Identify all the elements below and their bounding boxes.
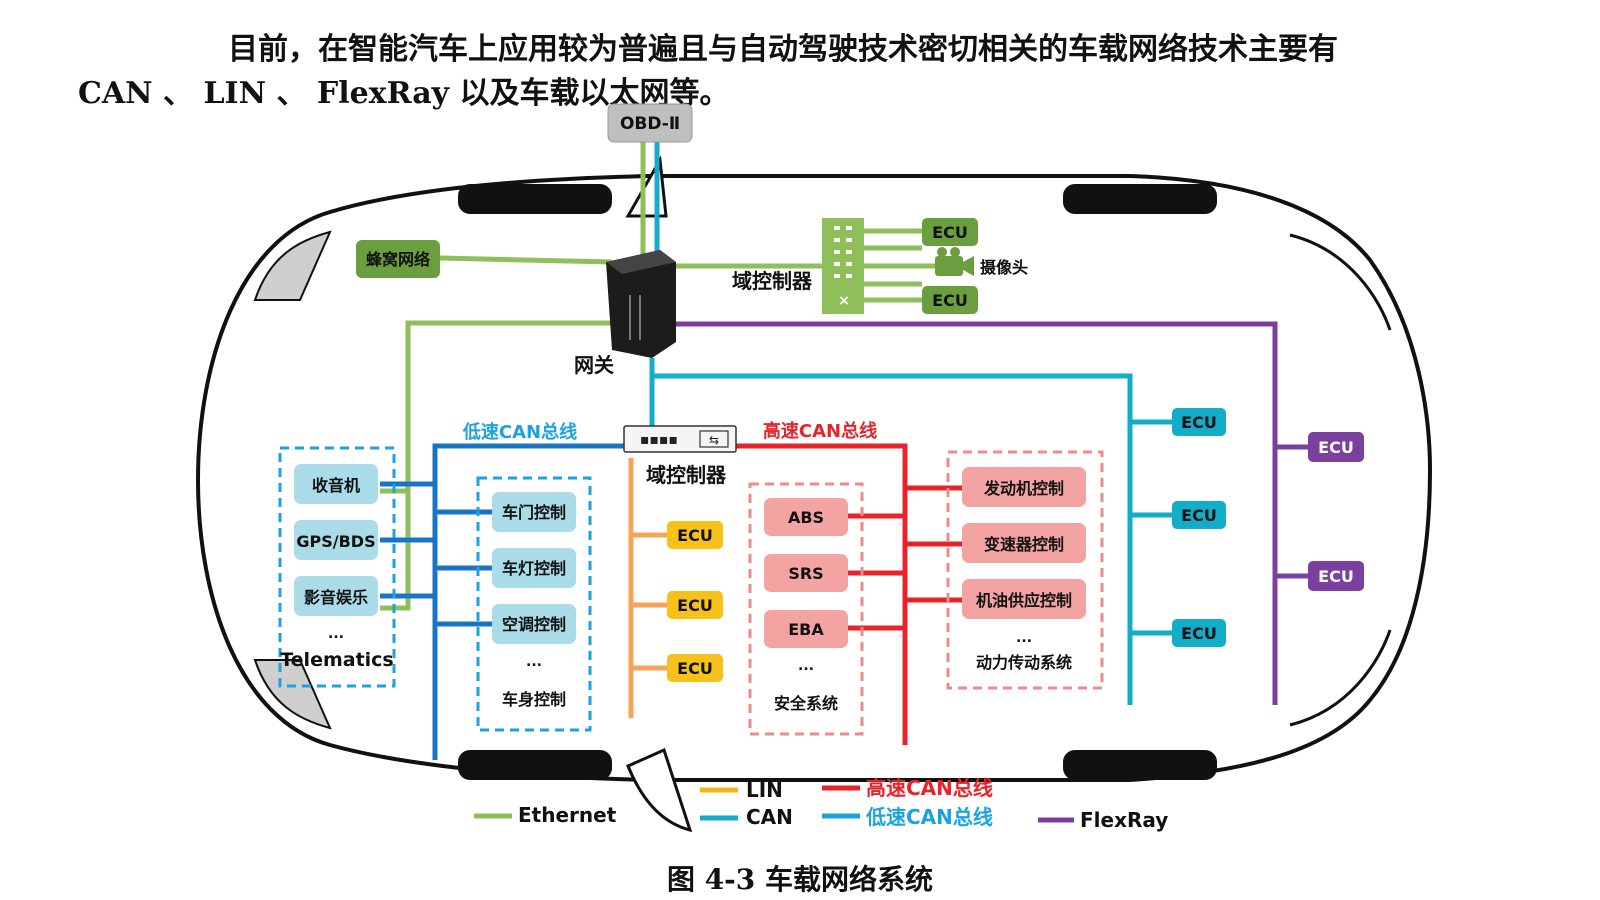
high-can-main-line xyxy=(736,443,908,745)
can-ecu-1: ECU xyxy=(1172,408,1226,436)
legend-high-can: 高速CAN总线 xyxy=(866,776,993,800)
body-control-group: 车门控制 车灯控制 空调控制 ... 车身控制 xyxy=(476,476,592,732)
body-control-title: 车身控制 xyxy=(502,690,566,709)
lin-ecu-2: ECU xyxy=(667,591,723,619)
svg-text:⇆: ⇆ xyxy=(709,433,719,447)
camera-label: 摄像头 xyxy=(980,258,1028,277)
safety-item-eba: EBA xyxy=(788,620,824,639)
flexray-ecu-1-label: ECU xyxy=(1318,438,1354,457)
car-outline xyxy=(195,155,1433,833)
legend-can: CAN xyxy=(746,805,793,829)
domain-controller-mid-label: 域控制器 xyxy=(646,463,727,487)
safety-title: 安全系统 xyxy=(774,694,838,713)
flexray-lines xyxy=(676,321,1308,705)
low-can-main-line xyxy=(432,443,626,760)
lin-ecu-3-label: ECU xyxy=(677,659,713,678)
can-ecu-3: ECU xyxy=(1172,619,1226,647)
legend-low-can: 低速CAN总线 xyxy=(865,805,993,829)
safety-item-abs: ABS xyxy=(788,508,824,527)
gateway-label: 网关 xyxy=(574,353,614,377)
powertrain-item-oil: 机油供应控制 xyxy=(976,591,1072,610)
ethernet-cellular-line xyxy=(439,255,613,265)
lin-ecu-1-label: ECU xyxy=(677,526,713,545)
svg-text:×: × xyxy=(838,293,850,309)
domain-controller-top: × 域控制器 xyxy=(732,218,864,314)
camera-node: 摄像头 xyxy=(935,247,1028,277)
cellular-label: 蜂窝网络 xyxy=(366,250,430,269)
telematics-group: 收音机 GPS/BDS 影音娱乐 ... Telematics xyxy=(278,446,396,688)
intro-line-1: 目前，在智能汽车上应用较为普遍且与自动驾驶技术密切相关的车载网络技术主要有 xyxy=(228,32,1338,67)
powertrain-item-engine: 发动机控制 xyxy=(983,479,1064,498)
can-ecu-2: ECU xyxy=(1172,501,1226,529)
safety-item-srs: SRS xyxy=(788,564,823,583)
lin-ecu-1: ECU xyxy=(667,521,723,549)
gateway-node: 网关 xyxy=(574,250,676,377)
telematics-item-radio: 收音机 xyxy=(312,476,360,495)
telematics-item-gps: GPS/BDS xyxy=(296,532,375,551)
telematics-title: Telematics xyxy=(280,649,394,671)
figure-caption: 图 4-3 车载网络系统 xyxy=(666,863,934,896)
flexray-ecu-2-label: ECU xyxy=(1318,567,1354,586)
lin-ecu-2-label: ECU xyxy=(677,596,713,615)
safety-group: ABS SRS EBA ... 安全系统 xyxy=(748,482,864,736)
telematics-item-media: 影音娱乐 xyxy=(304,588,368,607)
cellular-node: 蜂窝网络 xyxy=(356,240,440,278)
domain-controller-mid: ▪▪▪▪ ⇆ 域控制器 xyxy=(623,425,737,487)
ecu-top-2-label: ECU xyxy=(932,291,968,310)
body-item-ac: 空调控制 xyxy=(502,615,566,634)
flexray-ecu-2: ECU xyxy=(1308,561,1364,591)
powertrain-item-transmission: 变速器控制 xyxy=(984,535,1064,554)
powertrain-title: 动力传动系统 xyxy=(976,653,1072,672)
intro-paragraph: 目前，在智能汽车上应用较为普遍且与自动驾驶技术密切相关的车载网络技术主要有 CA… xyxy=(78,28,1518,116)
body-item-door: 车门控制 xyxy=(502,503,566,522)
body-ellipsis: ... xyxy=(526,654,542,670)
svg-text:▪▪▪▪: ▪▪▪▪ xyxy=(640,432,678,448)
lin-ecu-3: ECU xyxy=(667,654,723,682)
legend-lin: LIN xyxy=(746,778,783,802)
body-item-lights: 车灯控制 xyxy=(502,559,566,578)
can-ecu-2-label: ECU xyxy=(1181,506,1217,525)
telematics-ellipsis: ... xyxy=(328,626,344,642)
safety-ellipsis: ... xyxy=(798,658,814,674)
low-can-bus-label: 低速CAN总线 xyxy=(462,421,577,443)
lin-lines xyxy=(628,458,667,718)
high-can-bus-label: 高速CAN总线 xyxy=(763,420,877,442)
high-can-lines xyxy=(736,443,962,745)
legend-ethernet: Ethernet xyxy=(518,803,617,827)
low-can-lines xyxy=(380,443,626,760)
powertrain-ellipsis: ... xyxy=(1016,630,1032,646)
legend-flexray: FlexRay xyxy=(1080,808,1168,832)
domain-controller-top-label: 域控制器 xyxy=(732,269,813,293)
can-lines xyxy=(649,140,1172,705)
ecu-top-2: ECU xyxy=(922,286,978,314)
can-main-line xyxy=(649,358,1133,705)
can-ecu-3-label: ECU xyxy=(1181,624,1217,643)
ecu-top-1: ECU xyxy=(922,218,978,246)
obd-node: OBD-Ⅱ xyxy=(607,103,693,143)
flexray-ecu-1: ECU xyxy=(1308,432,1364,462)
can-ecu-1-label: ECU xyxy=(1181,413,1217,432)
powertrain-group: 发动机控制 变速器控制 机油供应控制 ... 动力传动系统 xyxy=(946,450,1104,690)
ecu-top-1-label: ECU xyxy=(932,223,968,242)
legend: Ethernet LIN CAN 高速CAN总线 低速CAN总线 FlexRay xyxy=(474,776,1168,832)
obd-label: OBD-Ⅱ xyxy=(620,114,680,134)
